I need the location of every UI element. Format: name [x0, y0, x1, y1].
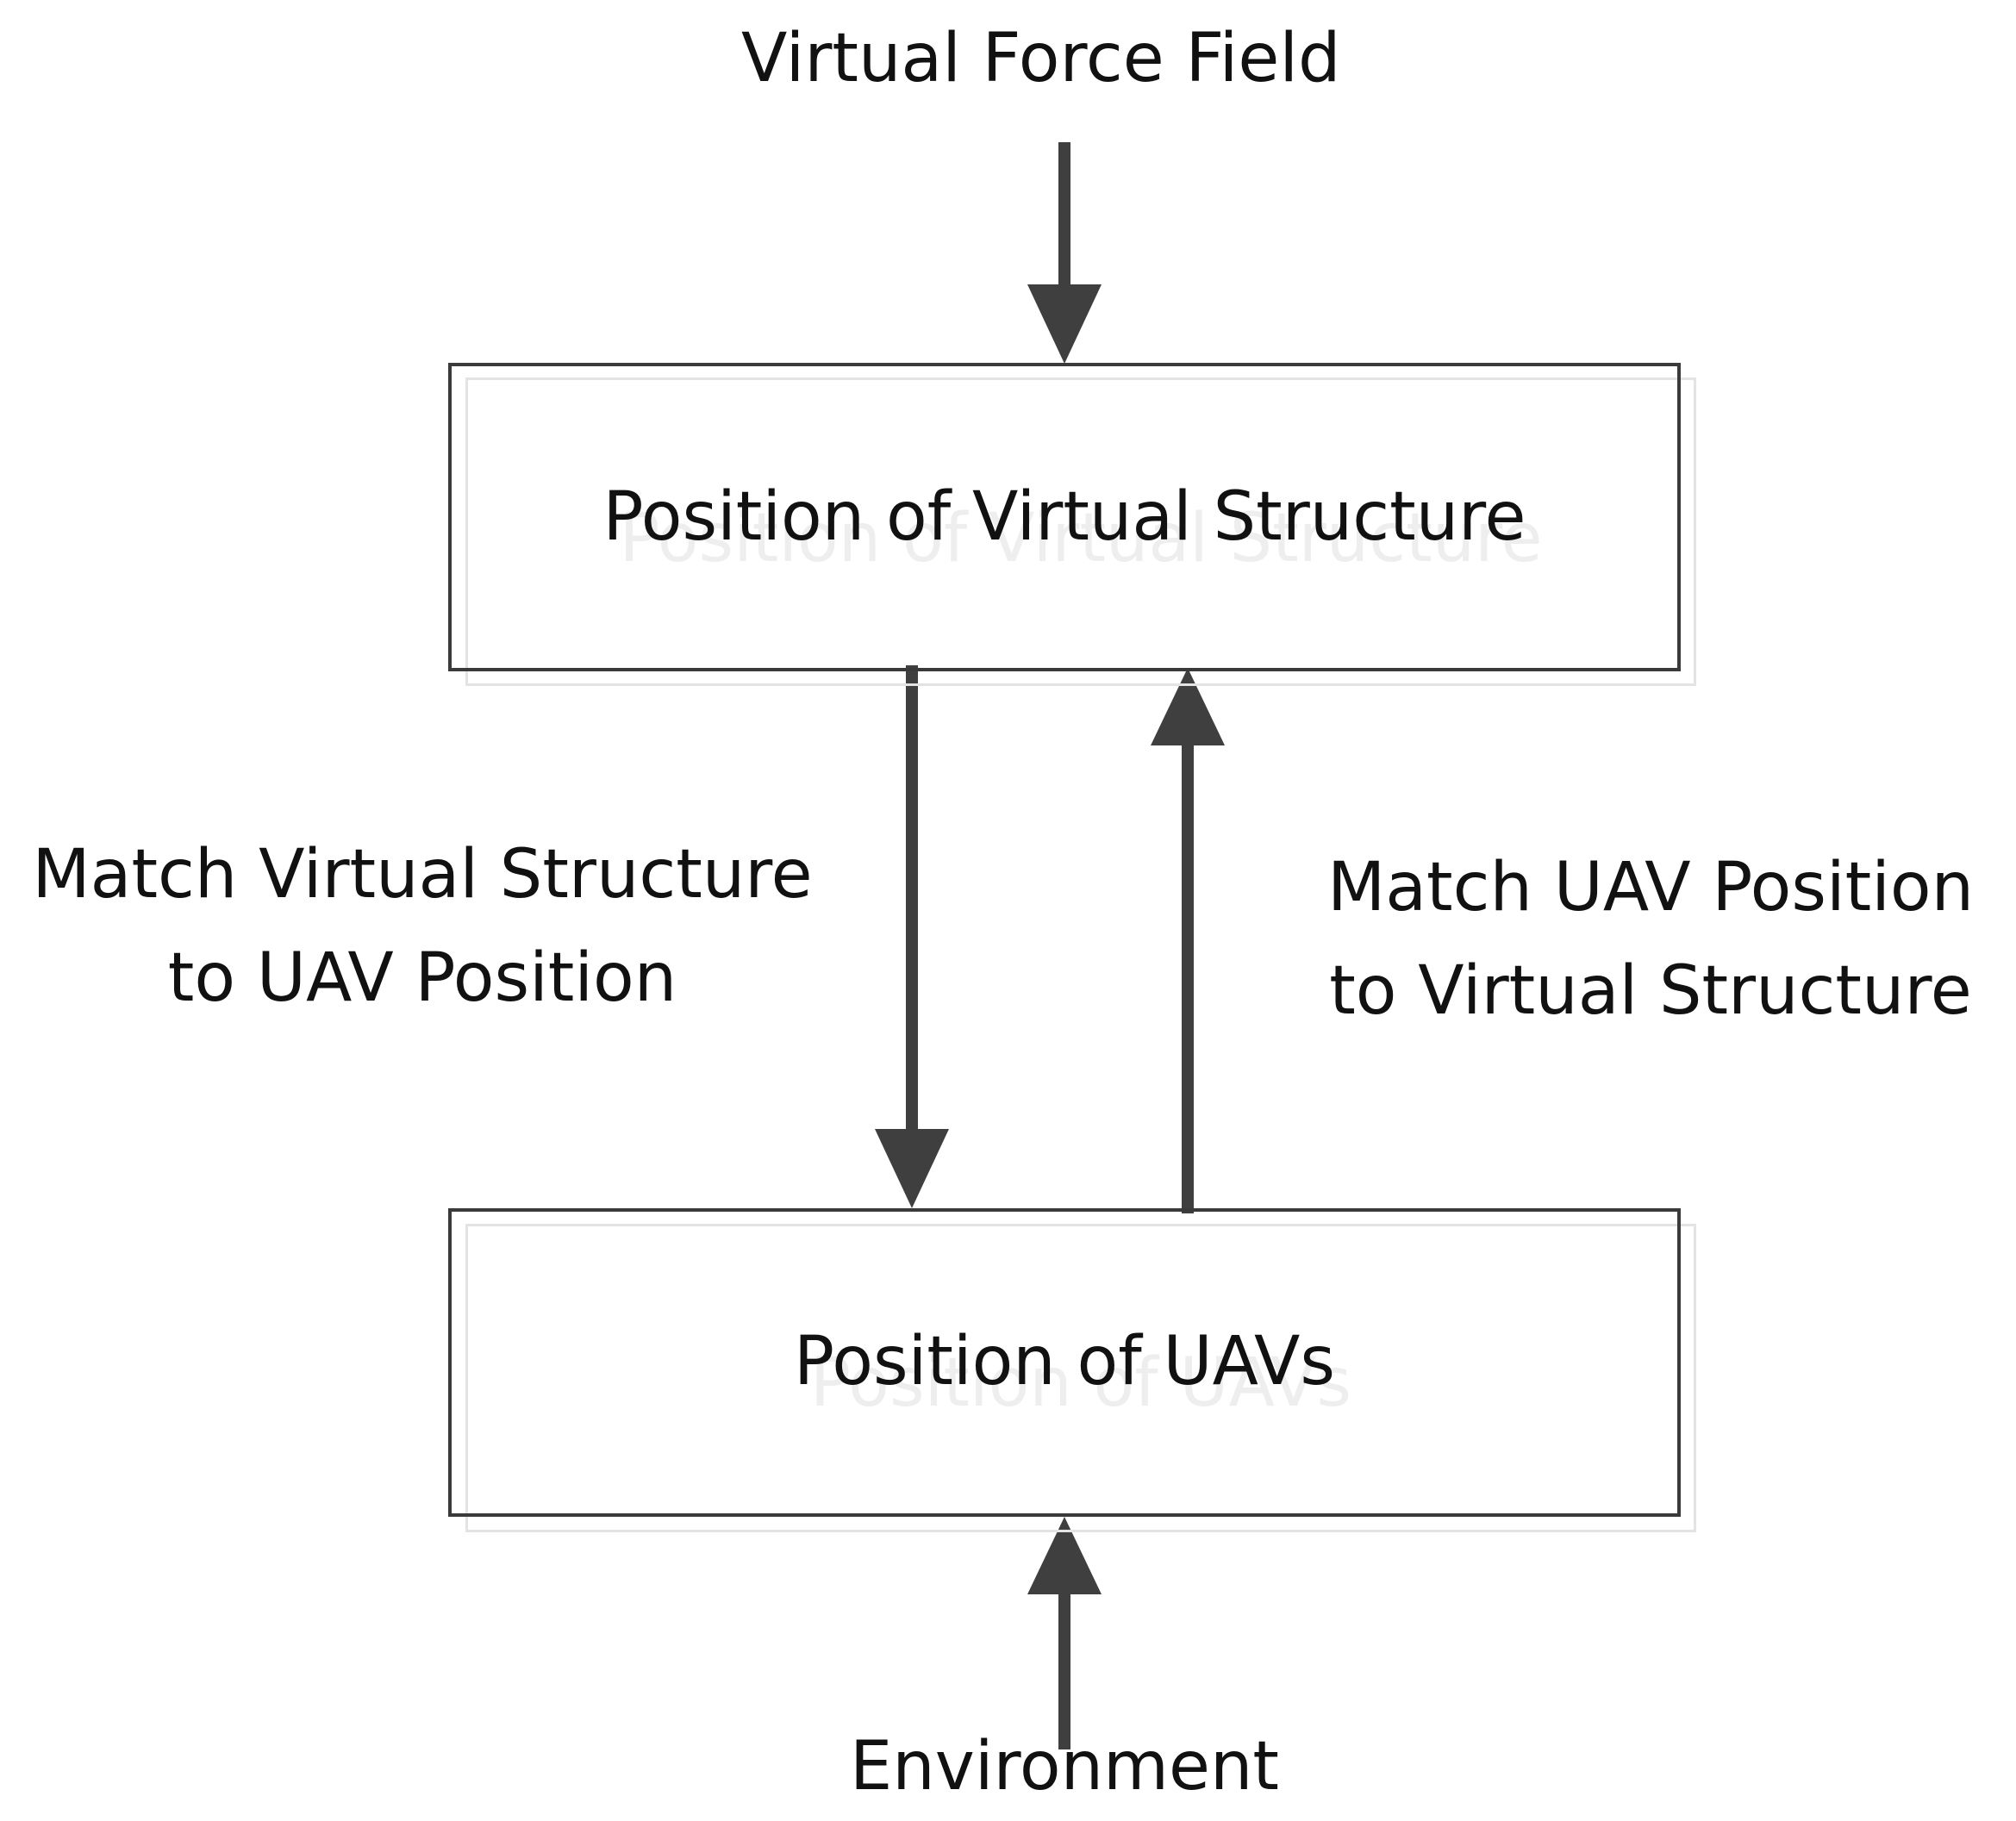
uavs-ghost-text: Position of UAVs: [810, 1344, 1351, 1422]
arrow-top-head: [1027, 284, 1102, 364]
arrow-up-head: [1151, 668, 1225, 745]
match-structure-to-uav-line2: to UAV Position: [167, 939, 677, 1017]
arrow-bottom-shaft: [1058, 1586, 1070, 1749]
uavs-label: Position of UAVs: [794, 1323, 1335, 1400]
match-uav-to-structure-line2: to Virtual Structure: [1329, 952, 1972, 1030]
environment-label: Environment: [849, 1728, 1280, 1805]
match-uav-to-structure-line1: Match UAV Position: [1326, 849, 1975, 926]
virtual-structure-box-shadow: [465, 377, 1696, 686]
virtual-structure-ghost-text: Position of Virtual Structure: [619, 500, 1543, 577]
arrow-top-shaft: [1058, 142, 1070, 327]
arrow-down-head: [875, 1129, 949, 1208]
match-structure-to-uav-line1: Match Virtual Structure: [32, 836, 813, 914]
uavs-box: [448, 1208, 1681, 1517]
uavs-box-shadow: [465, 1224, 1696, 1532]
virtual-structure-box: [448, 363, 1681, 671]
virtual-structure-label: Position of Virtual Structure: [602, 478, 1526, 556]
arrow-up-shaft: [1182, 737, 1194, 1213]
arrow-down-shaft: [906, 665, 918, 1148]
arrow-bottom-head: [1027, 1517, 1102, 1594]
virtual-force-field-label: Virtual Force Field: [741, 20, 1341, 97]
